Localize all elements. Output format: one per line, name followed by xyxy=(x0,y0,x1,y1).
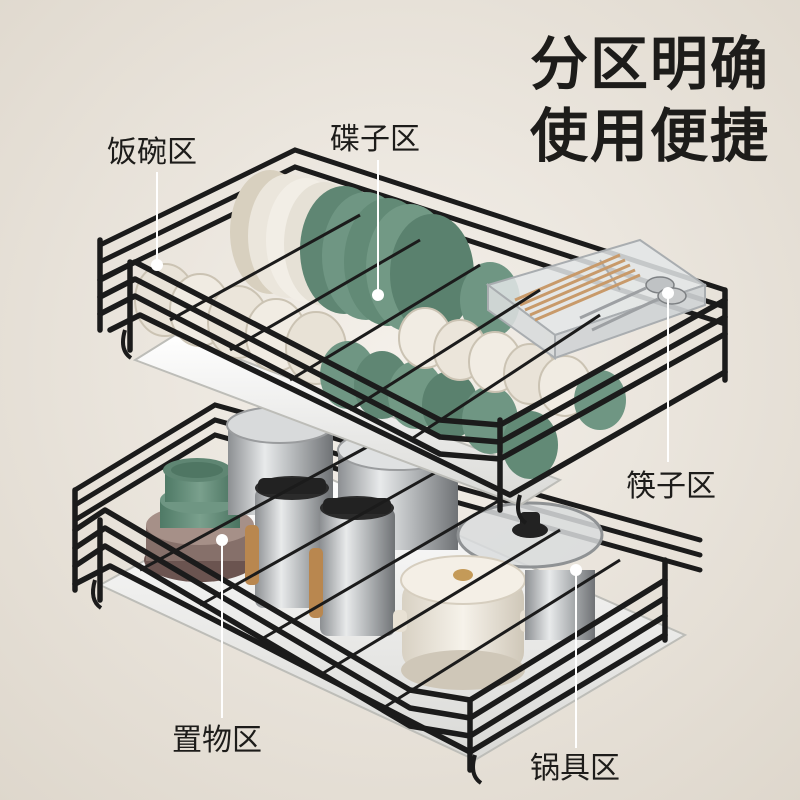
callout-chopstick-zone: 筷子区 xyxy=(626,469,716,504)
dot-pot-zone xyxy=(570,564,582,576)
callout-dots xyxy=(151,259,674,576)
callout-pot-zone: 锅具区 xyxy=(530,751,620,786)
casserole-pot xyxy=(393,555,534,690)
headline: 分区明确 使用便捷 xyxy=(530,28,770,172)
headline-line-2: 使用便捷 xyxy=(529,102,770,170)
callout-bowl-zone: 饭碗区 xyxy=(107,135,197,170)
lower-rack xyxy=(72,402,703,773)
callout-leaders xyxy=(156,160,669,748)
dot-bowl-zone xyxy=(151,259,163,271)
upper-rack xyxy=(91,147,728,785)
dot-plate-zone xyxy=(372,289,384,301)
upper-drip-tray xyxy=(132,333,563,507)
callout-storage-zone: 置物区 xyxy=(172,723,262,758)
dot-storage-zone xyxy=(216,534,228,546)
glass-lid xyxy=(456,501,604,569)
canister-right xyxy=(309,496,395,636)
callout-plate-zone: 碟子区 xyxy=(330,122,420,157)
dot-chopstick-zone xyxy=(662,287,674,299)
headline-line-1: 分区明确 xyxy=(529,30,770,98)
